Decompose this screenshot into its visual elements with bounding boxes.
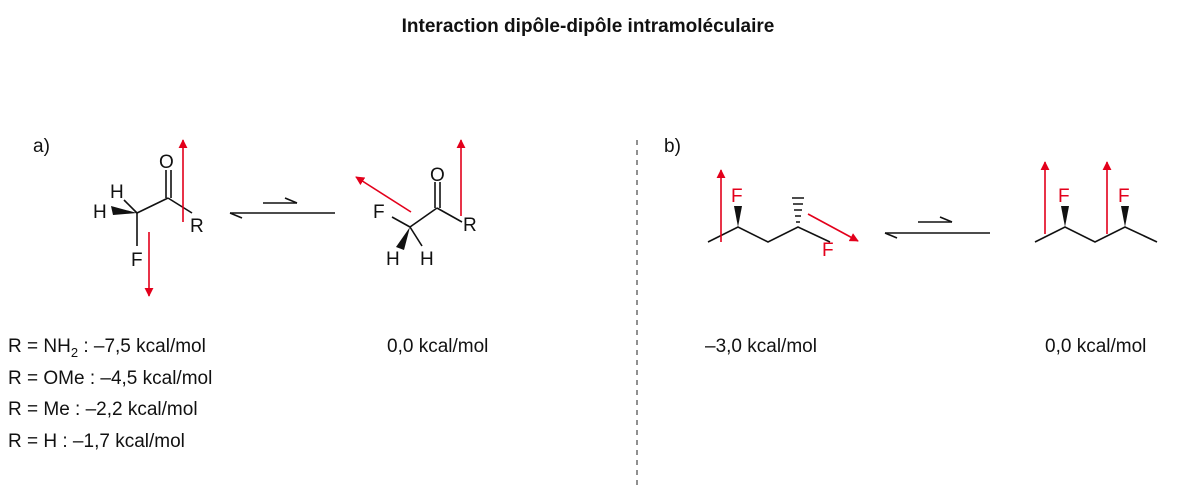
- wedge-c4-f: [1121, 206, 1129, 227]
- atom-f-c2: F: [731, 186, 743, 207]
- atom-r: R: [463, 215, 477, 236]
- molecule-b-left: F F: [707, 169, 859, 261]
- scheme-title: Interaction dipôle-dipôle intramoléculai…: [402, 16, 775, 37]
- molecule-a-left: O H H R F: [93, 139, 204, 297]
- carbon-chain: [707, 226, 831, 243]
- molecule-b-right: F F: [1034, 161, 1158, 243]
- carbon-chain: [1034, 226, 1158, 243]
- atom-o: O: [430, 165, 445, 186]
- atom-h-left: H: [93, 202, 107, 223]
- bond-c2-r: [436, 207, 463, 223]
- energy-b-right: 0,0 kcal/mol: [1045, 336, 1146, 357]
- atom-f: F: [131, 250, 143, 271]
- wedge-c2-f: [1061, 206, 1069, 227]
- energy-a-me: R = Me : –2,2 kcal/mol: [8, 399, 198, 420]
- panel-b-label: b): [664, 136, 681, 157]
- energy-a-h: R = H : –1,7 kcal/mol: [8, 431, 185, 452]
- equilibrium-arrows-a: [229, 197, 335, 219]
- energy-a-right: 0,0 kcal/mol: [387, 336, 488, 357]
- bond-c1-c2: [409, 207, 438, 228]
- equilibrium-arrows-b: [884, 216, 990, 239]
- atom-o: O: [159, 152, 174, 173]
- energy-a-nh2: R = NH2 : –7,5 kcal/mol: [8, 336, 206, 360]
- molecule-a-right: O F R H H: [355, 139, 477, 270]
- bond-c1-h-top: [123, 199, 138, 214]
- energy-a-ome: R = OMe : –4,5 kcal/mol: [8, 368, 212, 389]
- bond-c1-c2: [136, 197, 169, 214]
- atom-f-c2: F: [1058, 186, 1070, 207]
- atom-f-c4: F: [822, 240, 834, 261]
- atom-h-right: H: [420, 249, 434, 270]
- bond-c1-h-right: [409, 226, 423, 247]
- dipole-arrow-c4f: [807, 213, 859, 242]
- wedge-c1-h: [111, 206, 137, 215]
- dipole-arrow-cf: [355, 176, 412, 213]
- panel-a-label: a): [33, 136, 50, 157]
- bond-c2-r: [167, 197, 193, 214]
- hash-wedge-c4-me: [792, 197, 804, 223]
- wedge-c2-f: [734, 206, 742, 227]
- atom-r: R: [190, 216, 204, 237]
- bond-c1-f: [391, 216, 411, 228]
- atom-h-left: H: [386, 249, 400, 270]
- atom-h-top: H: [110, 182, 124, 203]
- atom-f: F: [373, 202, 385, 223]
- energy-b-left: –3,0 kcal/mol: [705, 336, 817, 357]
- wedge-c1-h: [396, 227, 410, 250]
- atom-f-c4: F: [1118, 186, 1130, 207]
